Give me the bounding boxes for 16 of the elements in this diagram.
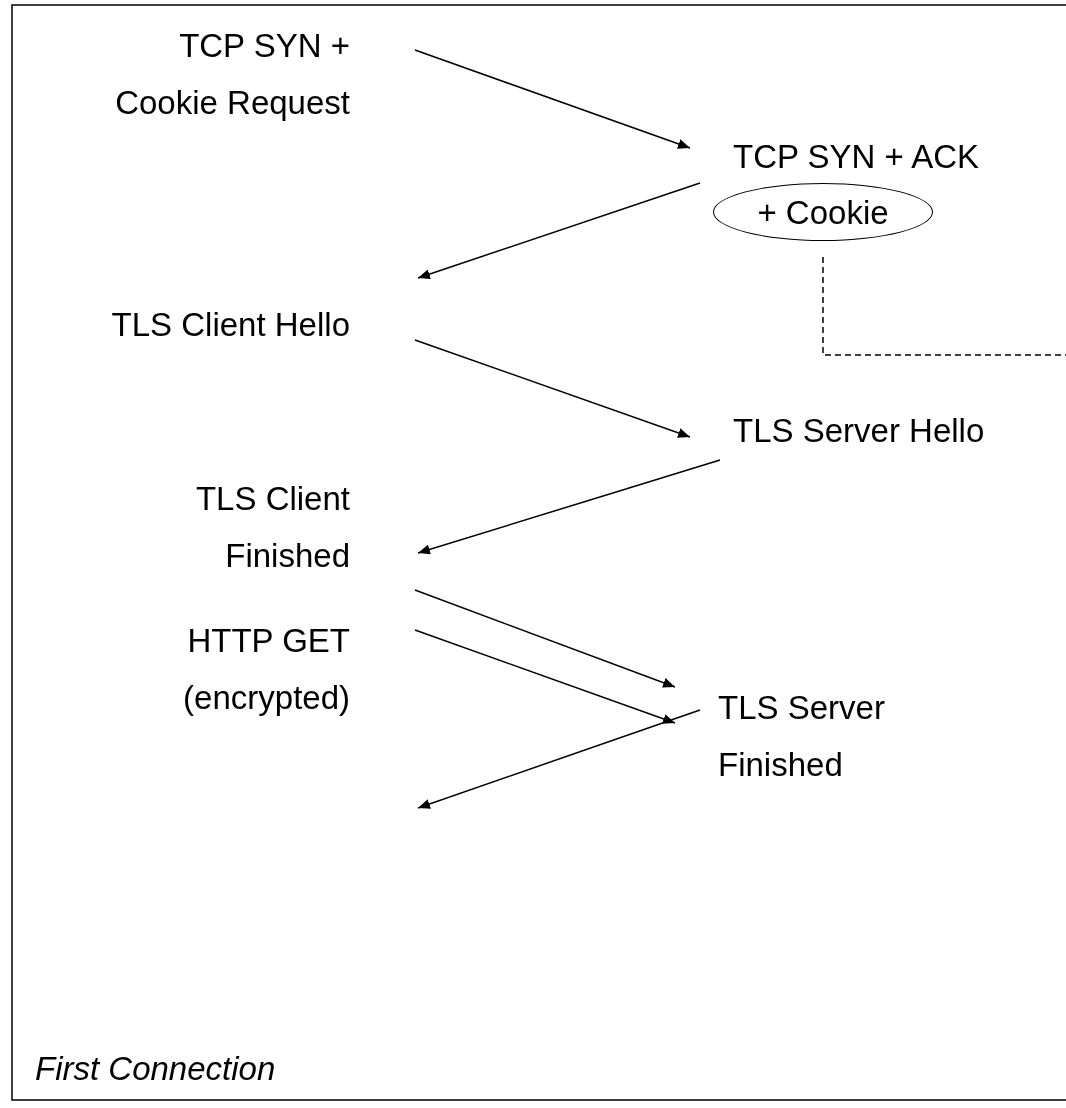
message-label: TLS Client Hello (45, 296, 350, 353)
arrow (414, 339, 691, 438)
message-label: TCP SYN + Cookie Request (40, 17, 350, 131)
message-label: TCP SYN + ACK (733, 128, 1023, 185)
message-label: TLS Server Finished (718, 679, 938, 793)
message-label: HTTP GET (encrypted) (110, 612, 350, 726)
message-label: TLS Client Finished (140, 470, 350, 584)
arrow (417, 459, 721, 555)
arrow (417, 709, 701, 809)
arrow (414, 589, 676, 688)
arrow (417, 182, 701, 279)
message-label: TLS Server Hello (733, 402, 1048, 459)
caption-text: First Connection (35, 1049, 276, 1089)
dashed-line (822, 256, 1066, 356)
arrow (414, 629, 676, 724)
arrow (414, 49, 691, 149)
